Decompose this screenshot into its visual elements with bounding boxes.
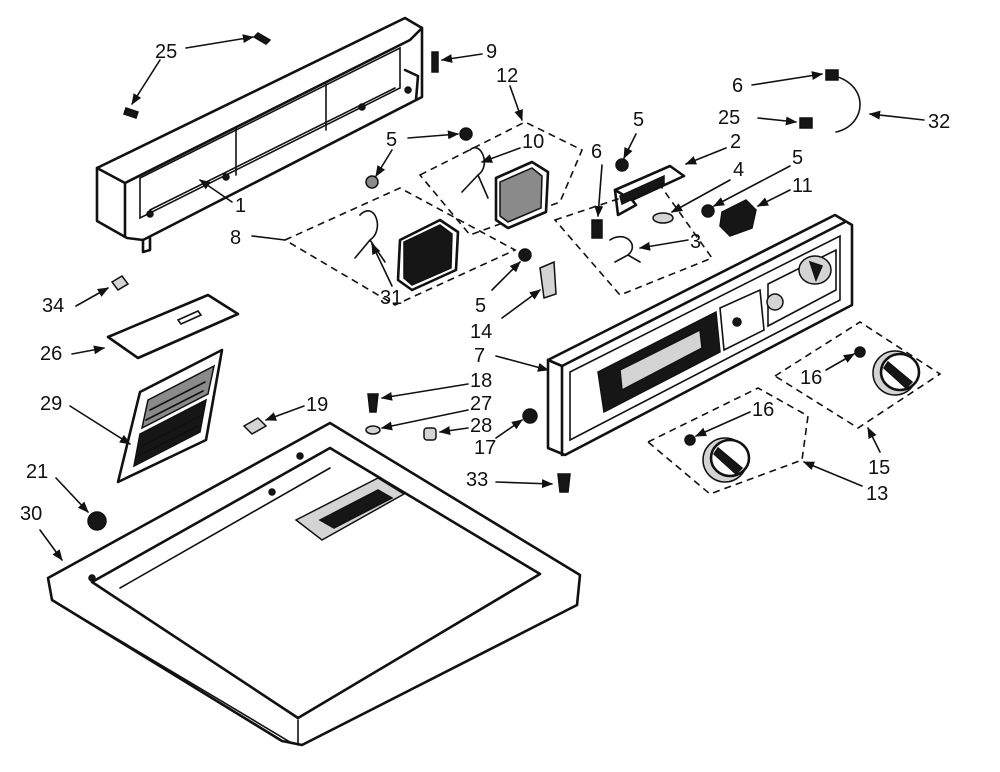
callout-10: 10 [522,131,544,153]
callout-12: 12 [496,65,518,87]
screw-25-top [123,32,272,119]
fastener-5-b [365,175,379,189]
part-7-control-panel [546,213,854,457]
part-21-nut [87,511,107,531]
callout-15: 15 [868,457,890,479]
part-27-washer [365,425,381,435]
callout-32: 32 [928,111,950,133]
callout-31: 31 [380,287,402,309]
callout-5-upper: 5 [386,129,397,151]
callout-21: 21 [26,461,48,483]
callout-28: 28 [470,415,492,437]
part-32-wire-clip [799,69,861,133]
part-13-knob [684,434,751,483]
callout-labels: 25 9 12 1 5 10 8 31 6 25 32 5 6 2 4 5 11… [20,41,950,525]
callout-25-top: 25 [155,41,177,63]
callout-33: 33 [466,469,488,491]
callout-26: 26 [40,343,62,365]
part-11-switch [719,199,757,237]
fastener-5-c [615,158,629,172]
callout-16-right: 16 [800,367,822,389]
callout-4: 4 [733,159,744,181]
callout-14: 14 [470,321,492,343]
callout-27: 27 [470,393,492,415]
callout-16-lower: 16 [752,399,774,421]
callout-3: 3 [690,231,701,253]
assembly-box-13 [646,387,809,495]
callout-6-top: 6 [732,75,743,97]
part-26-cover [106,293,240,360]
part-34-clip [110,275,130,291]
screw-9 [431,51,439,73]
callout-34: 34 [42,295,64,317]
part-15-knob [854,346,921,396]
callout-13: 13 [866,483,888,505]
fastener-17-nut [522,408,538,424]
callout-25-right: 25 [718,107,740,129]
part-3-harness [609,235,641,263]
callout-18: 18 [470,370,492,392]
callout-5-right: 5 [792,147,803,169]
part-8-switch [354,210,460,292]
callout-29: 29 [40,393,62,415]
callout-1: 1 [235,195,246,217]
part-18-screw [367,393,379,413]
part-29-chart-panel [116,348,224,484]
fastener-14-clip [539,260,557,299]
part-2-bracket [613,164,686,217]
callout-5-middle: 5 [633,109,644,131]
fastener-5-e [518,248,532,262]
fastener-5-d [701,204,715,218]
callout-19: 19 [306,394,328,416]
part-30-top-panel [46,421,582,747]
callout-2: 2 [730,131,741,153]
fastener-5-a [459,127,473,141]
callout-11: 11 [792,175,813,197]
assembly-box-15 [773,321,942,429]
part-console-backsplash [95,16,424,254]
fastener-6-screw [591,219,603,239]
callout-9: 9 [486,41,497,63]
callout-8: 8 [230,227,241,249]
callout-7: 7 [474,345,485,367]
assembly-box-12 [418,121,584,236]
assembly-box-8 [283,187,517,306]
callout-17: 17 [474,437,496,459]
callout-5-lower: 5 [475,295,486,317]
leader-lines [39,34,925,561]
callout-6-middle: 6 [591,141,602,163]
part-4-lamp [652,212,674,224]
callout-30: 30 [20,503,42,525]
fastener-33-screw [557,473,571,493]
part-19-clip [242,417,268,435]
part-10-switch [461,146,550,230]
part-28-plug [423,427,437,441]
